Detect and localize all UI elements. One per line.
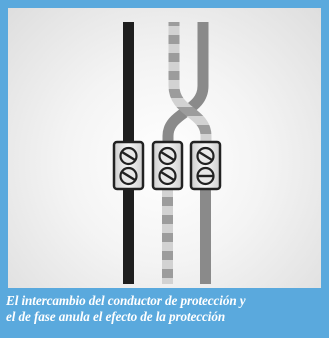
caption-line-2: el de fase anula el efecto de la protecc… bbox=[6, 309, 226, 324]
terminal-block-middle bbox=[151, 140, 184, 191]
striped-conductor bbox=[162, 22, 212, 284]
wiring-illustration bbox=[112, 22, 222, 284]
screw-icon bbox=[119, 166, 138, 186]
caption-line-1: El intercambio del conductor de protecci… bbox=[6, 293, 246, 308]
screw-icon bbox=[196, 166, 215, 186]
screw-icon bbox=[158, 166, 177, 186]
terminal-block-right bbox=[189, 140, 222, 191]
screw-icon bbox=[119, 146, 138, 166]
screw-icon bbox=[158, 146, 177, 166]
terminal-block-left bbox=[112, 140, 145, 191]
screw-icon bbox=[196, 146, 215, 166]
figure-caption: El intercambio del conductor de protecci… bbox=[6, 293, 326, 325]
